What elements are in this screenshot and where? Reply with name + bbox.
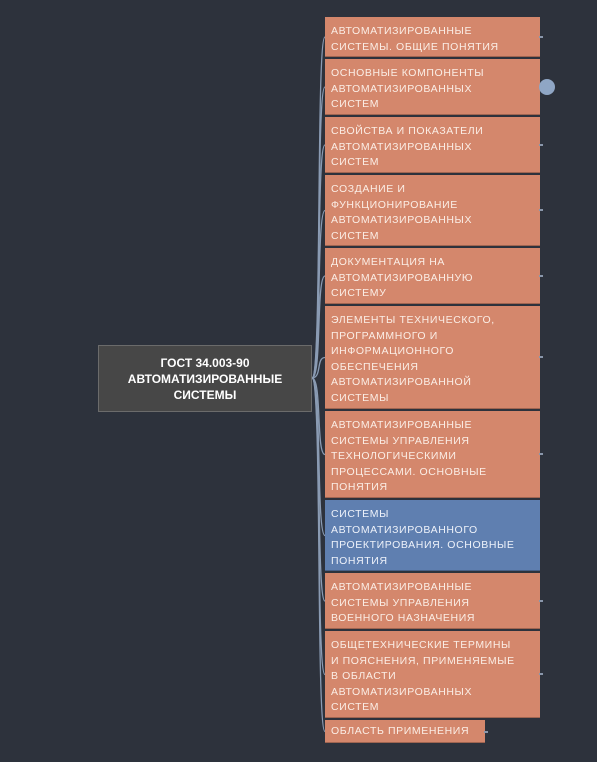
collapse-marker[interactable] (539, 356, 543, 358)
branch-node-cad-systems[interactable]: СИСТЕМЫ АВТОМАТИЗИРОВАННОГО ПРОЕКТИРОВАН… (325, 500, 540, 571)
connector-line (311, 356, 326, 379)
connector-line (311, 209, 326, 379)
branch-node-general-concepts[interactable]: АВТОМАТИЗИРОВАННЫЕ СИСТЕМЫ. ОБЩИЕ ПОНЯТИ… (325, 17, 540, 57)
branch-node-elements[interactable]: ЭЛЕМЕНТЫ ТЕХНИЧЕСКОГО, ПРОГРАММНОГО И ИН… (325, 306, 540, 409)
collapse-marker[interactable] (539, 453, 543, 455)
connector-line (311, 377, 326, 456)
branch-node-scope[interactable]: ОБЛАСТЬ ПРИМЕНЕНИЯ (325, 720, 485, 743)
branch-node-process-control[interactable]: АВТОМАТИЗИРОВАННЫЕ СИСТЕМЫ УПРАВЛЕНИЯ ТЕ… (325, 411, 540, 498)
collapse-marker[interactable] (539, 673, 543, 675)
collapse-marker[interactable] (484, 731, 488, 733)
branch-node-documentation[interactable]: ДОКУМЕНТАЦИЯ НА АВТОМАТИЗИРОВАННУЮ СИСТЕ… (325, 248, 540, 304)
collapse-marker[interactable] (539, 144, 543, 146)
connector-line (311, 377, 326, 733)
branch-node-properties[interactable]: СВОЙСТВА И ПОКАЗАТЕЛИ АВТОМАТИЗИРОВАННЫХ… (325, 117, 540, 173)
branch-node-military[interactable]: АВТОМАТИЗИРОВАННЫЕ СИСТЕМЫ УПРАВЛЕНИЯ ВО… (325, 573, 540, 629)
branch-node-creation[interactable]: СОЗДАНИЕ И ФУНКЦИОНИРОВАНИЕ АВТОМАТИЗИРО… (325, 175, 540, 246)
root-node[interactable]: ГОСТ 34.003-90 АВТОМАТИЗИРОВАННЫЕ СИСТЕМ… (98, 345, 312, 412)
collapse-marker[interactable] (539, 209, 543, 211)
expand-bubble-icon[interactable] (539, 79, 555, 95)
branch-node-general-terms[interactable]: ОБЩЕТЕХНИЧЕСКИЕ ТЕРМИНЫ И ПОЯСНЕНИЯ, ПРИ… (325, 631, 540, 718)
connector-line (311, 275, 326, 379)
collapse-marker[interactable] (539, 36, 543, 38)
collapse-marker[interactable] (539, 275, 543, 277)
collapse-marker[interactable] (539, 600, 543, 602)
branch-node-main-components[interactable]: ОСНОВНЫЕ КОМПОНЕНТЫ АВТОМАТИЗИРОВАННЫХ С… (325, 59, 540, 115)
